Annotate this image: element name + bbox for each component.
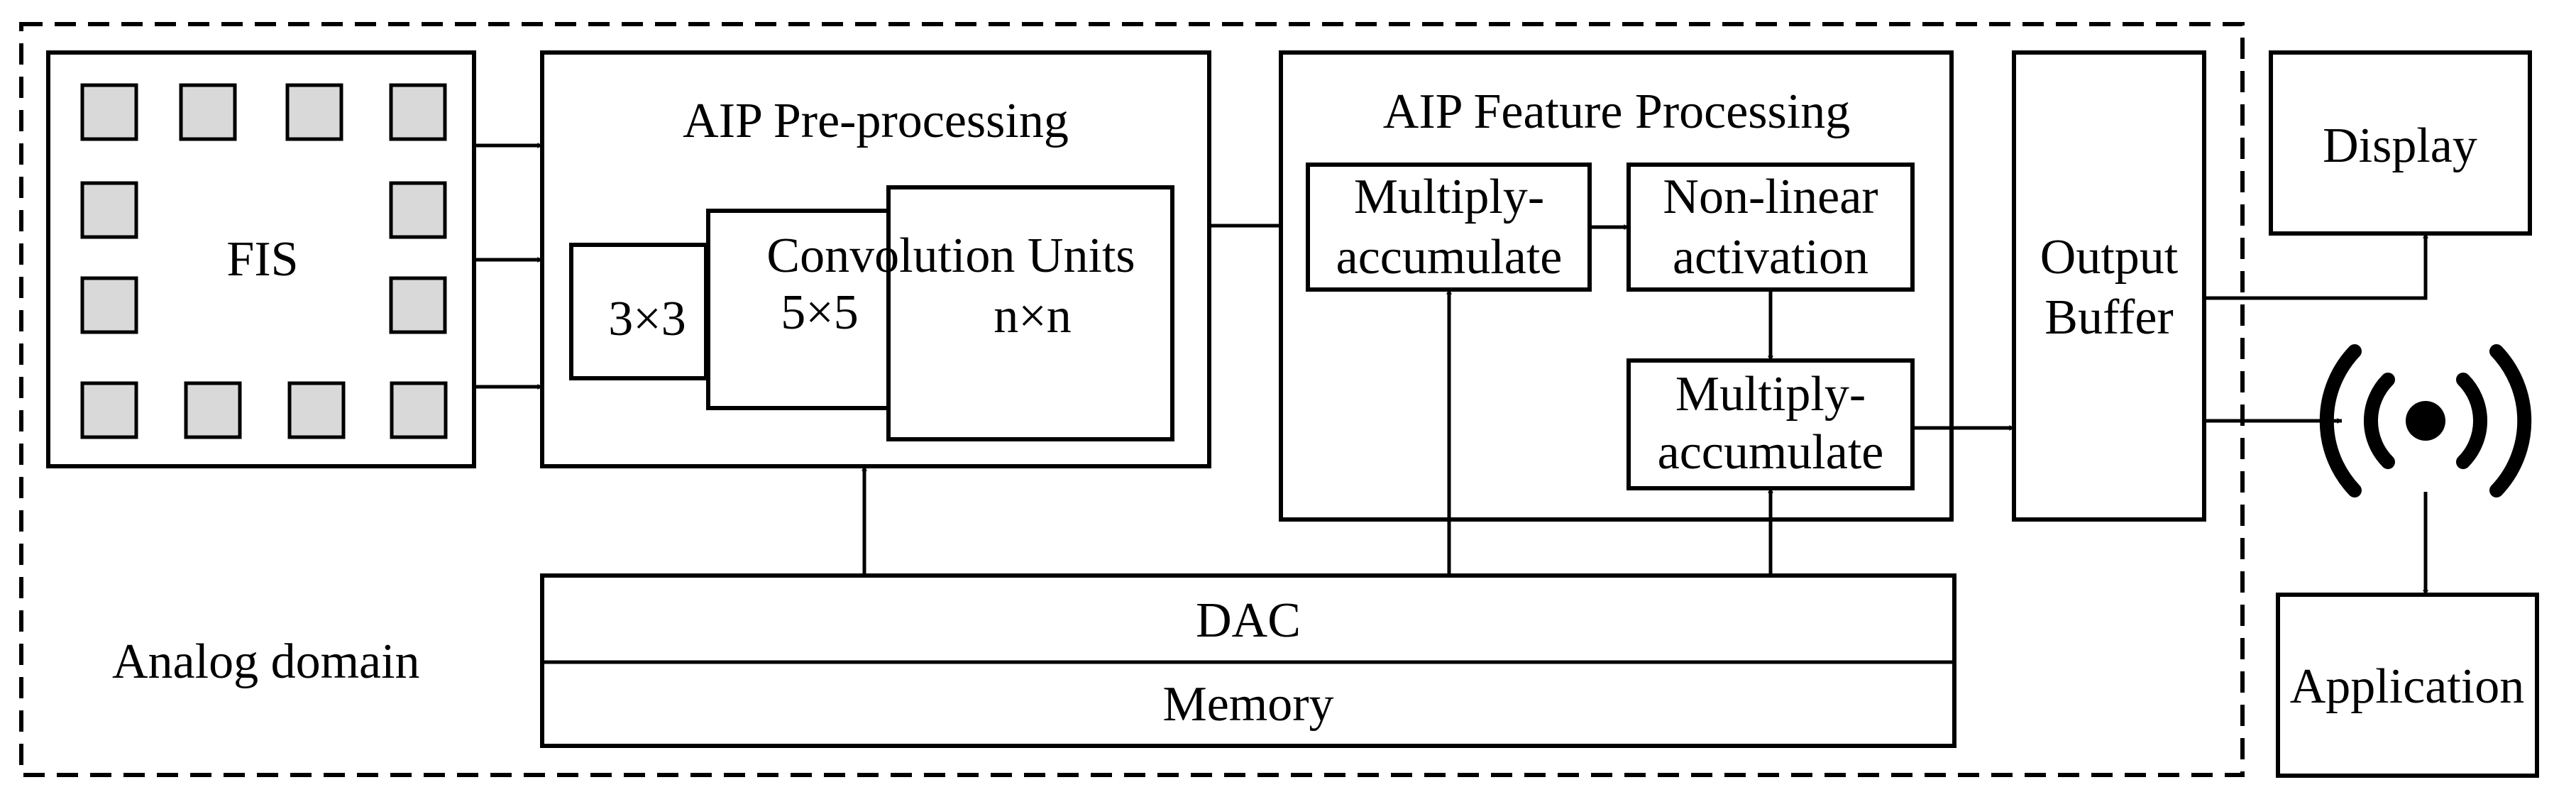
- pixel-cell: [184, 381, 242, 439]
- fis-sensor: FIS: [46, 50, 476, 468]
- preprocessing-title: AIP Pre-processing: [683, 94, 1069, 148]
- pixel-cell: [80, 381, 138, 439]
- pixel-cell: [80, 181, 138, 239]
- mac1-line2: accumulate: [1336, 230, 1563, 285]
- fis-label: FIS: [226, 232, 298, 287]
- buffer-line2: Buffer: [2044, 290, 2173, 345]
- kernel-5x5-label: 5×5: [781, 285, 858, 340]
- nonlinear-activation-block: [1626, 163, 1915, 292]
- mac-block-2: [1626, 358, 1915, 490]
- application-label: Application: [2290, 659, 2524, 714]
- memory-label: Memory: [1162, 677, 1333, 732]
- application-block: Application: [2276, 593, 2539, 778]
- display-label: Display: [2323, 119, 2477, 173]
- feature-processing-title: AIP Feature Processing: [1383, 84, 1850, 139]
- pixel-cell: [80, 276, 138, 334]
- mac1-line1: Multiply-: [1354, 170, 1544, 224]
- aip-feature-processing-block: AIP Feature Processing Multiply- accumul…: [1279, 50, 1954, 522]
- analog-domain-label: Analog domain: [112, 634, 420, 689]
- kernel-3x3-label: 3×3: [608, 292, 686, 346]
- pixel-cell: [390, 381, 448, 439]
- pixel-cell: [179, 83, 237, 141]
- pixel-cell: [389, 276, 447, 334]
- pixel-cell: [80, 83, 138, 141]
- pixel-cell: [389, 83, 447, 141]
- mac2-line1: Multiply-: [1675, 367, 1866, 422]
- display-block: Display: [2269, 50, 2532, 236]
- aip-preprocessing-block: AIP Pre-processing 3×3 5×5 n×n Convoluti…: [540, 50, 1211, 468]
- buffer-to-display-arrow: [2204, 233, 2426, 300]
- output-buffer-block: Output Buffer: [2012, 50, 2206, 522]
- kernel-3x3-box: [569, 243, 708, 380]
- pixel-cell: [287, 381, 346, 439]
- mac2-line2: accumulate: [1658, 425, 1884, 480]
- pixel-cell: [285, 83, 343, 141]
- buffer-line1: Output: [2040, 230, 2179, 285]
- analog-domain-boundary: [19, 22, 2245, 777]
- nonlinear-line1: Non-linear: [1663, 170, 1878, 224]
- kernel-nxn-box: [886, 185, 1174, 441]
- kernel-nxn-label: n×n: [993, 289, 1071, 343]
- wireless-broadcast-icon: [2319, 344, 2532, 497]
- nonlinear-line2: activation: [1673, 230, 1868, 285]
- dac-label: DAC: [1196, 593, 1301, 648]
- pixel-cell: [389, 181, 447, 239]
- convolution-units-label: Convolution Units: [766, 229, 1135, 283]
- dac-memory-block: DAC Memory: [540, 573, 1956, 748]
